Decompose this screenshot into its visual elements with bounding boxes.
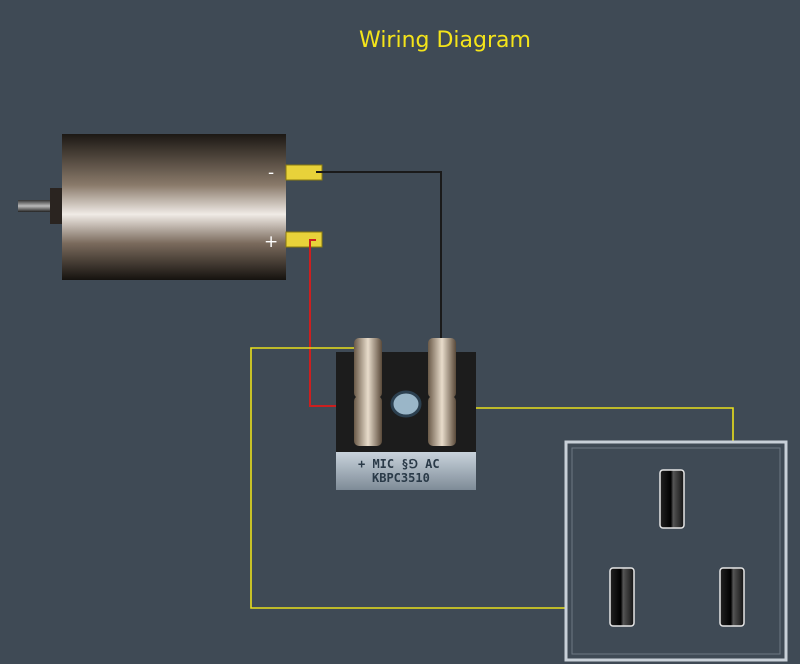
bridge-center-hole bbox=[390, 390, 422, 418]
motor-positive-label: + bbox=[264, 232, 278, 252]
bridge-lug-3 bbox=[354, 396, 382, 446]
bridge-rectifier: + MIC §⅁ AC KBPC3510 bbox=[336, 338, 476, 490]
outlet-slot-top bbox=[659, 469, 685, 529]
outlet-faceplate-inner bbox=[571, 447, 781, 655]
outlet-slot-left bbox=[609, 567, 635, 627]
bridge-front-face bbox=[336, 452, 476, 490]
diagram-title: Wiring Diagram bbox=[359, 28, 531, 53]
wire-positive bbox=[309, 239, 360, 407]
motor-endcap bbox=[50, 188, 64, 224]
outlet-slot-right bbox=[719, 567, 745, 627]
motor-shaft bbox=[18, 200, 58, 212]
motor-negative-label: - bbox=[268, 163, 274, 183]
bridge-marking-line2: KBPC3510 bbox=[372, 471, 430, 485]
ac-outlet bbox=[564, 440, 788, 662]
motor-body bbox=[62, 134, 286, 280]
bridge-lug-4 bbox=[428, 396, 456, 446]
motor-terminal-positive bbox=[285, 231, 323, 248]
dc-motor: - + bbox=[18, 134, 323, 280]
wire-ac-left bbox=[250, 347, 614, 609]
bridge-lug-1 bbox=[354, 338, 382, 398]
bridge-marking-line1: + MIC §⅁ AC bbox=[358, 457, 440, 471]
bridge-lug-2 bbox=[428, 338, 456, 398]
wire-negative bbox=[316, 171, 442, 340]
